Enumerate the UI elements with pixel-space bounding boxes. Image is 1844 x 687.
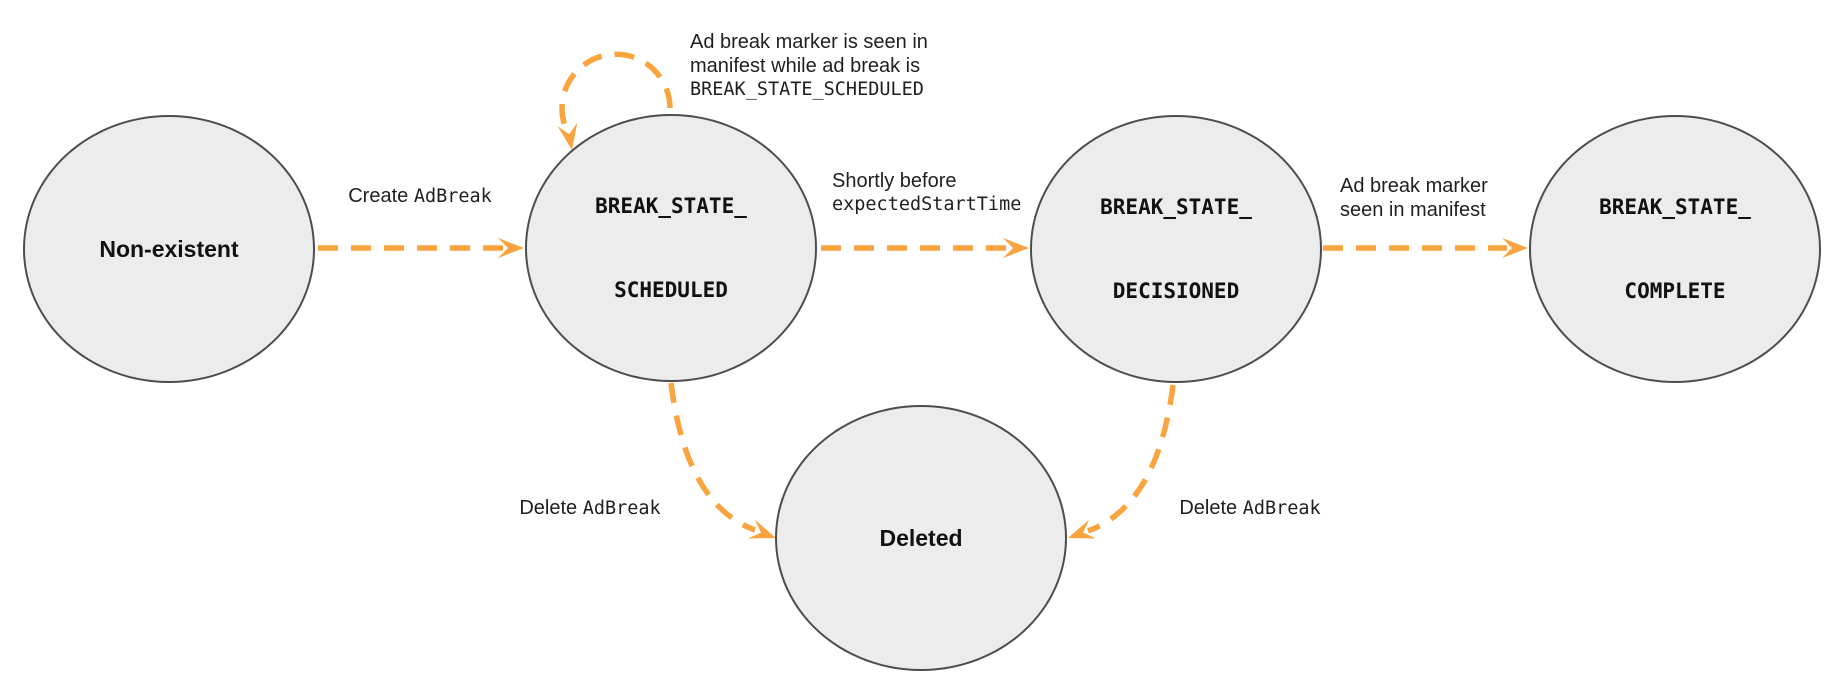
- arrow-delete-from-scheduled: [668, 382, 756, 533]
- edge-label-delete-adbreak-left: Delete AdBreak: [519, 497, 661, 519]
- code-expected-start-time: expectedStartTime: [832, 194, 1022, 215]
- state-node-break-state-complete: BREAK_STATE_ COMPLETE: [1529, 115, 1821, 383]
- arrowhead-create-adbreak: [498, 238, 524, 258]
- edge-label-delete-adbreak-right: Delete AdBreak: [1179, 497, 1321, 519]
- state-label-break-state-scheduled: BREAK_STATE_ SCHEDULED: [595, 194, 747, 302]
- code-adbreak: AdBreak: [1242, 498, 1321, 519]
- code-break-state-scheduled: BREAK_STATE_SCHEDULED: [690, 79, 924, 100]
- arrowhead-to-complete: [1502, 238, 1528, 258]
- arrowhead-delete-from-decisioned: [1068, 519, 1096, 539]
- arrowhead-to-decisioned: [1003, 238, 1029, 258]
- arrow-self-loop-scheduled: [559, 51, 673, 135]
- code-adbreak: AdBreak: [413, 186, 492, 207]
- edge-label-marker-seen: Ad break marker seen in manifest: [1340, 175, 1488, 221]
- state-node-non-existent: Non-existent: [23, 115, 315, 383]
- arrowhead-self-loop-scheduled: [557, 122, 578, 150]
- state-node-break-state-decisioned: BREAK_STATE_ DECISIONED: [1030, 115, 1322, 383]
- code-adbreak: AdBreak: [582, 498, 661, 519]
- edge-label-self-loop: Ad break marker is seen in manifest whil…: [690, 31, 928, 100]
- arrowhead-delete-from-scheduled: [748, 519, 776, 539]
- state-label-non-existent: Non-existent: [99, 235, 239, 262]
- state-node-deleted: Deleted: [775, 405, 1067, 671]
- edge-label-shortly-before: Shortly before expectedStartTime: [832, 170, 1022, 215]
- state-label-break-state-decisioned: BREAK_STATE_ DECISIONED: [1100, 195, 1252, 303]
- arrow-delete-from-decisioned: [1087, 384, 1176, 534]
- state-label-break-state-complete: BREAK_STATE_ COMPLETE: [1599, 195, 1751, 303]
- edge-label-create-adbreak: Create AdBreak: [348, 185, 492, 207]
- state-node-break-state-scheduled: BREAK_STATE_ SCHEDULED: [525, 114, 817, 382]
- state-label-deleted: Deleted: [879, 524, 963, 551]
